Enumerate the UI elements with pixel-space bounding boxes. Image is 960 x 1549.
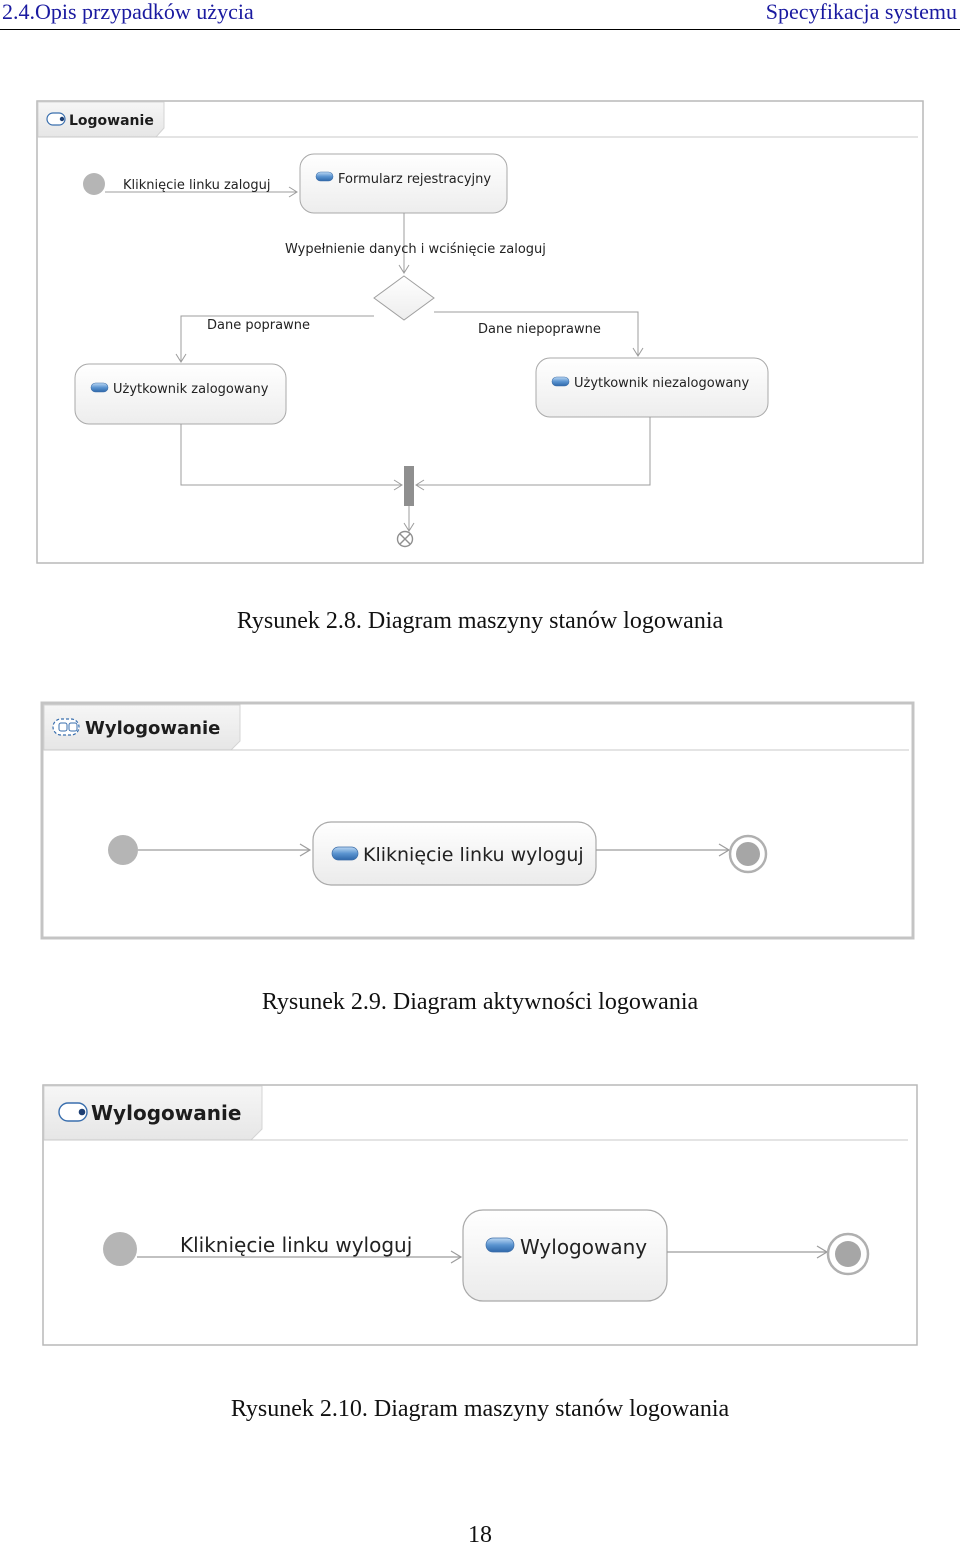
action-label: Kliknięcie linku wyloguj	[363, 844, 584, 866]
state-machine-icon	[58, 1102, 88, 1122]
diagram-tab	[43, 704, 241, 751]
diagram-title: Logowanie	[69, 113, 154, 129]
guard-label: Dane niepoprawne	[478, 322, 601, 337]
figure-caption: Rysunek 2.10. Diagram maszyny stanów log…	[230, 1396, 730, 1422]
header-chapter: Specyfikacja systemu	[765, 0, 957, 24]
transition-label: Kliknięcie linku zaloguj	[123, 178, 270, 193]
running-header: 2.4.Opis przypadków użycia Specyfikacja …	[0, 0, 960, 30]
state-pill-icon	[485, 1237, 515, 1253]
action-pill-icon	[331, 846, 359, 861]
state-pill-icon	[551, 376, 570, 387]
initial-node	[108, 835, 138, 865]
figure-logout-state-machine: Wylogowanie Kliknięcie linku wyloguj Wyl…	[42, 1084, 918, 1346]
page-number: 18	[468, 1522, 492, 1548]
state-label: Użytkownik niezalogowany	[574, 376, 750, 391]
action-node	[312, 821, 597, 886]
state-pill-icon	[90, 382, 109, 393]
figure-caption: Rysunek 2.8. Diagram maszyny stanów logo…	[236, 608, 724, 634]
state-label: Formularz rejestracyjny	[338, 172, 491, 187]
state-logged-out	[462, 1209, 668, 1302]
diagram-title: Wylogowanie	[91, 1101, 241, 1125]
state-machine-icon	[46, 112, 66, 126]
initial-node	[103, 1232, 137, 1266]
join-bar	[404, 466, 414, 506]
transition-label: Wypełnienie danych i wciśnięcie zaloguj	[285, 242, 546, 257]
figure-caption: Rysunek 2.9. Diagram aktywności logowani…	[261, 989, 699, 1015]
final-node	[728, 834, 768, 874]
header-section: 2.4.Opis przypadków użycia	[2, 0, 254, 24]
activity-icon	[52, 718, 80, 736]
diagram-tab	[37, 101, 165, 138]
state-user-not-logged-in	[535, 357, 769, 418]
diagram-title: Wylogowanie	[85, 718, 220, 739]
guard-label: Dane poprawne	[207, 318, 310, 333]
diagram-tab	[43, 1085, 263, 1141]
transition-label: Kliknięcie linku wyloguj	[180, 1233, 412, 1257]
initial-node	[83, 173, 105, 195]
flow-final-node	[396, 530, 414, 548]
figure-login-state-machine: Logowanie Kliknięcie linku zaloguj Formu…	[36, 100, 924, 564]
decision-node	[373, 275, 435, 321]
state-label: Użytkownik zalogowany	[113, 382, 269, 397]
figure-logout-activity: Wylogowanie Kliknięcie linku wyloguj	[40, 701, 915, 940]
state-pill-icon	[315, 171, 334, 182]
final-node	[826, 1232, 870, 1276]
state-label: Wylogowany	[520, 1235, 647, 1259]
